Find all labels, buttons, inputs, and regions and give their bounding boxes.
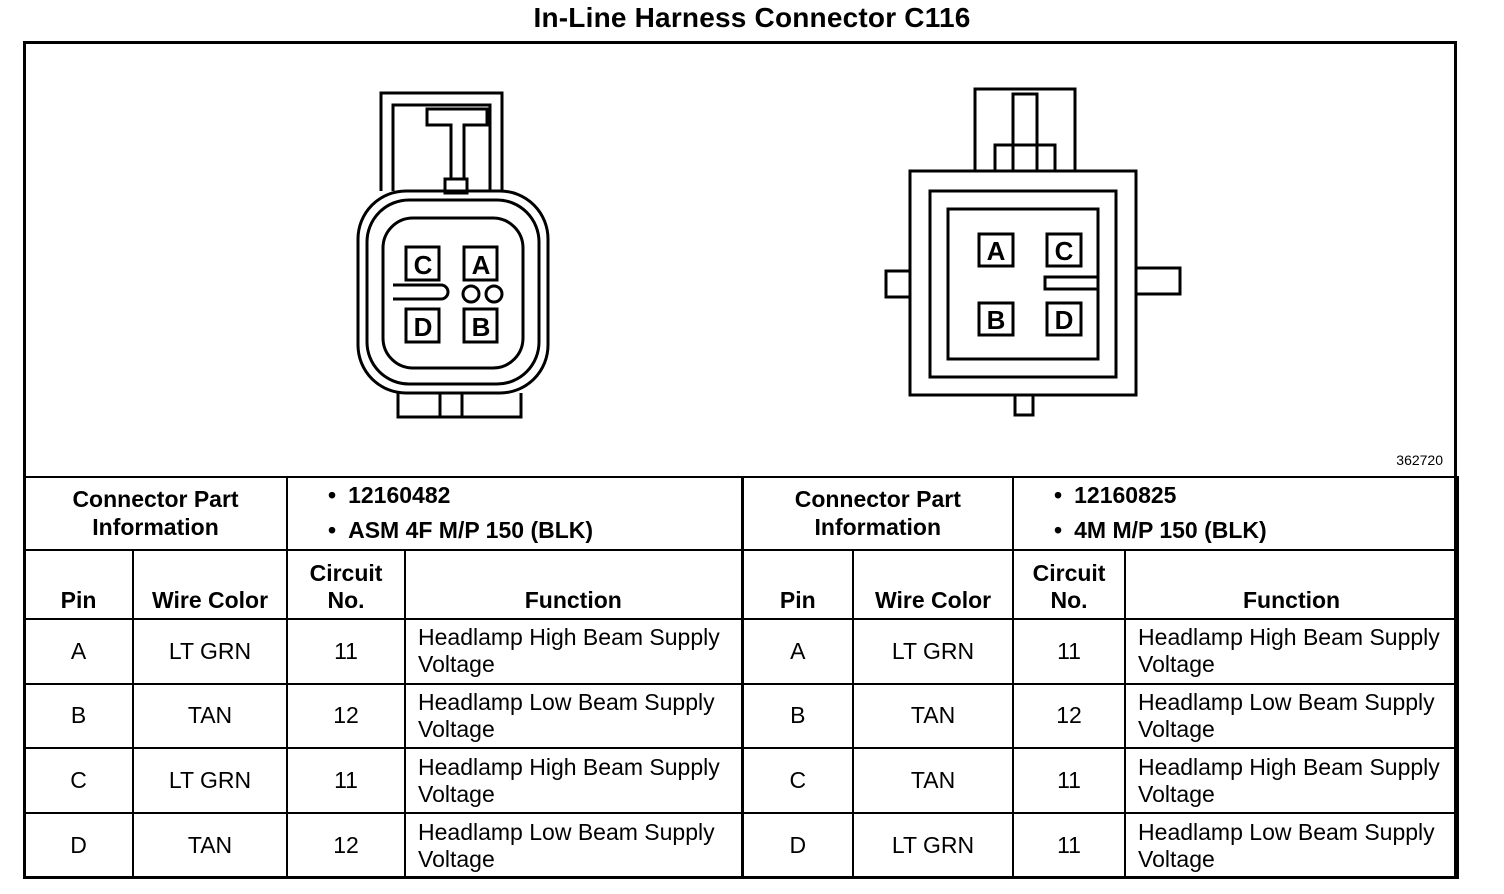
col-header-circuit: Circuit No.: [1012, 548, 1127, 620]
cell-circuit: 11: [1012, 747, 1127, 815]
left-pin-label: D: [414, 312, 433, 342]
cell-wire-color: LT GRN: [131, 747, 289, 815]
left-connector-drawing: [356, 91, 550, 419]
cell-pin: B: [740, 682, 855, 750]
cell-function: Headlamp Low Beam Supply Voltage: [404, 812, 744, 879]
right-pin-box: [1045, 301, 1083, 337]
col-header-wire-color: Wire Color: [131, 548, 289, 620]
table-row: B TAN 12 Headlamp Low Beam Supply Voltag…: [23, 682, 1460, 750]
right-part-number: 12160825: [1054, 478, 1457, 513]
left-part-info: 12160482 ASM 4F M/P 150 (BLK): [286, 476, 744, 551]
cell-function: Headlamp Low Beam Supply Voltage: [1124, 682, 1460, 750]
table-row: A LT GRN 11 Headlamp High Beam Supply Vo…: [23, 617, 1460, 685]
cell-function: Headlamp High Beam Supply Voltage: [404, 617, 744, 685]
right-connector-drawing: [884, 87, 1182, 417]
cell-wire-color: TAN: [131, 812, 289, 879]
cell-function: Headlamp Low Beam Supply Voltage: [1124, 812, 1460, 879]
cell-circuit: 12: [286, 812, 407, 879]
left-part-info-label: Connector Part Information: [22, 476, 289, 551]
cell-wire-color: LT GRN: [852, 617, 1015, 685]
pinout-table: Connector Part Information 12160482 ASM …: [22, 476, 1460, 879]
cell-circuit: 11: [286, 617, 407, 685]
cell-pin: C: [23, 747, 134, 815]
left-pin-box: [462, 307, 499, 344]
right-pin-label: D: [1055, 305, 1074, 335]
connector-drawings: C A D B A: [356, 87, 1182, 419]
cell-function: Headlamp High Beam Supply Voltage: [1124, 747, 1460, 815]
col-header-function: Function: [1124, 548, 1460, 620]
cell-circuit: 11: [286, 747, 407, 815]
left-part-desc: ASM 4F M/P 150 (BLK): [328, 513, 741, 548]
cell-circuit: 11: [1012, 617, 1127, 685]
left-pin-box: [404, 245, 441, 282]
right-pin-box: [977, 301, 1015, 337]
right-pin-box: [1045, 232, 1083, 268]
right-part-desc: 4M M/P 150 (BLK): [1054, 513, 1457, 548]
right-pin-label: B: [987, 305, 1006, 335]
cell-function: Headlamp High Beam Supply Voltage: [1124, 617, 1460, 685]
col-header-pin: Pin: [23, 548, 134, 620]
part-info-row: Connector Part Information 12160482 ASM …: [22, 476, 1460, 551]
cell-wire-color: TAN: [852, 747, 1015, 815]
cell-pin: B: [23, 682, 134, 750]
cell-pin: A: [23, 617, 134, 685]
cell-wire-color: LT GRN: [852, 812, 1015, 879]
cell-circuit: 12: [1012, 682, 1127, 750]
cell-pin: D: [23, 812, 134, 879]
diagram-title: In-Line Harness Connector C116: [533, 2, 971, 33]
table-row: D TAN 12 Headlamp Low Beam Supply Voltag…: [23, 812, 1460, 879]
left-part-number: 12160482: [328, 478, 741, 513]
right-part-info-label: Connector Part Information: [740, 476, 1015, 551]
right-part-info: 12160825 4M M/P 150 (BLK): [1012, 476, 1460, 551]
cell-pin: A: [740, 617, 855, 685]
cell-pin: C: [740, 747, 855, 815]
cell-wire-color: TAN: [852, 682, 1015, 750]
cell-function: Headlamp High Beam Supply Voltage: [404, 747, 744, 815]
right-pin-label: C: [1055, 236, 1074, 266]
left-pin-label: C: [414, 250, 433, 280]
right-pin-label: A: [987, 236, 1006, 266]
col-header-function: Function: [404, 548, 744, 620]
figure-id: 362720: [1396, 452, 1443, 468]
col-header-pin: Pin: [740, 548, 855, 620]
right-pin-box: [977, 232, 1015, 268]
cell-circuit: 12: [286, 682, 407, 750]
header-row: Pin Wire Color Circuit No. Function Pin …: [23, 548, 1460, 620]
left-pin-label: A: [472, 250, 491, 280]
cell-pin: D: [740, 812, 855, 879]
table-row: C LT GRN 11 Headlamp High Beam Supply Vo…: [23, 747, 1460, 815]
col-header-circuit: Circuit No.: [286, 548, 407, 620]
cell-circuit: 11: [1012, 812, 1127, 879]
cell-wire-color: TAN: [131, 682, 289, 750]
left-pin-box: [462, 245, 499, 282]
cell-function: Headlamp Low Beam Supply Voltage: [404, 682, 744, 750]
col-header-wire-color: Wire Color: [852, 548, 1015, 620]
cell-wire-color: LT GRN: [131, 617, 289, 685]
left-pin-box: [404, 307, 441, 344]
left-pin-label: B: [472, 312, 491, 342]
